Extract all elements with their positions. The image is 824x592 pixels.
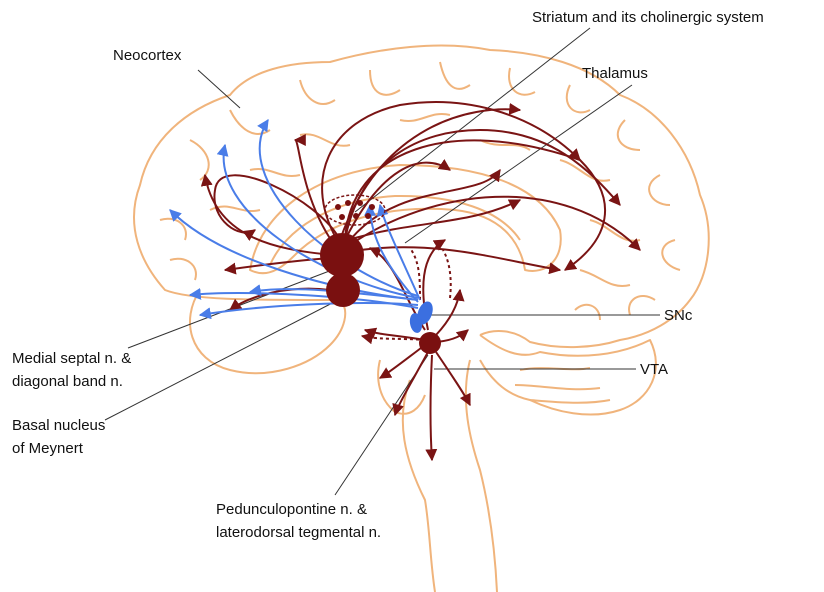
dopaminergic-pathways (170, 120, 420, 315)
cholinergic-pathways (205, 102, 640, 460)
label-snc: SNc (664, 307, 693, 324)
leader-striatum (355, 28, 590, 212)
label-striatum: Striatum and its cholinergic system (532, 9, 764, 26)
ppn-ldt-nucleus (419, 332, 441, 354)
leader-neocortex (198, 70, 240, 108)
label-vta: VTA (640, 361, 668, 378)
label-thalamus: Thalamus (582, 65, 648, 82)
leader-basal-nucleus (105, 298, 342, 420)
label-medial-septal-1: Medial septal n. & (12, 350, 131, 367)
label-ppn-2: laterodorsal tegmental n. (216, 524, 381, 541)
medial-septal-nucleus (320, 233, 364, 277)
label-ppn-1: Pedunculopontine n. & (216, 501, 367, 518)
label-neocortex: Neocortex (113, 47, 182, 64)
label-basal-nucleus-1: Basal nucleus (12, 417, 105, 434)
label-medial-septal-2: diagonal band n. (12, 373, 123, 390)
labels: Neocortex Striatum and its cholinergic s… (12, 9, 764, 541)
label-basal-nucleus-2: of Meynert (12, 440, 84, 457)
basal-nucleus-of-meynert (326, 273, 360, 307)
